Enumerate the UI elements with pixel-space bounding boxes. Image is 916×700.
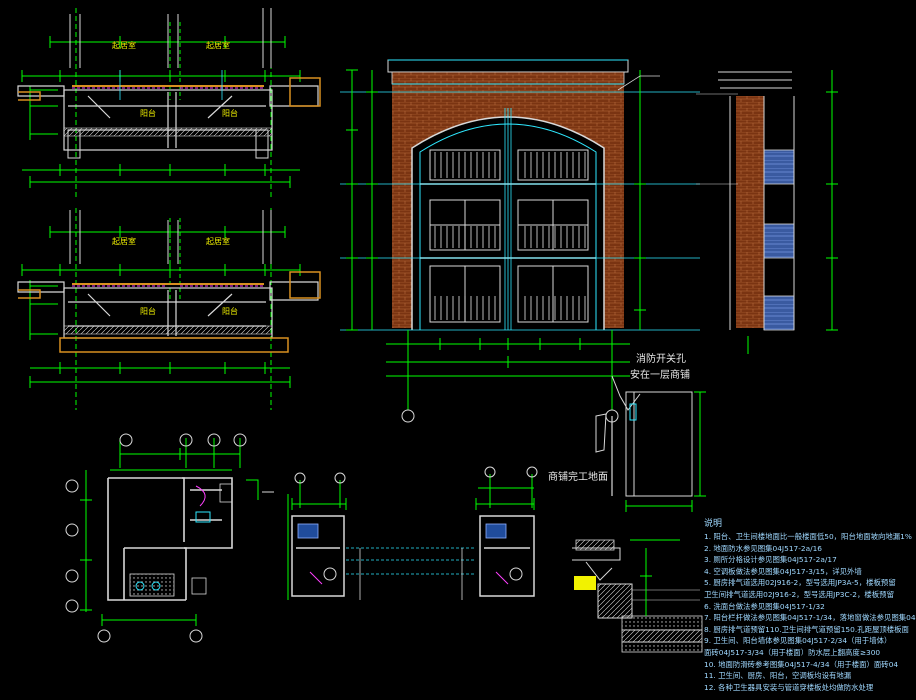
note-line: 10. 地面防滑砖参考图集04J517-4/34（用于楼面）面砖04 [704, 659, 899, 669]
note-line: 6. 洗面台做法参见图集04J517-1/32 [704, 601, 825, 611]
note-line: 3. 厕所分格设计参见图集04J517-2a/17 [704, 555, 837, 565]
kitchen-bath-plan [65, 433, 274, 643]
balcony-label-lower-left: 阳台 [140, 307, 156, 316]
fire-switch-label: 消防开关孔 [636, 354, 686, 365]
design-notes: 说明 1. 阳台、卫生间楼地面比一般楼面低50，阳台地面坡向地漏1% 2. 地面… [704, 516, 916, 693]
balcony-label-lower-right: 阳台 [222, 307, 238, 316]
note-line: 5. 厨房排气道选用02J916-2，型号选用JP3A-5，楼板预留 [704, 578, 896, 588]
room-label-lower-right: 起居室 [206, 237, 230, 246]
note-line: 8. 厨房排气道预留110.卫生间排气道预留150.孔距屋顶楼板面 [704, 624, 909, 634]
floor-section-detail [572, 539, 703, 653]
note-line: 9. 卫生间、阳台墙体参见图集04J517-2/34（用于墙体） [704, 636, 892, 646]
note-line: 1. 阳台、卫生间楼地面比一般楼面低50，阳台地面坡向地漏1% [704, 532, 912, 541]
note-line: 卫生间排气道选用02J916-2，型号选用JP3C-2，楼板预留 [704, 589, 894, 599]
balcony-label-upper-right: 阳台 [222, 109, 238, 118]
note-line: 2. 地面防水参见图集04J517-2a/16 [704, 543, 823, 553]
fire-switch-detail [595, 375, 706, 512]
note-line: 面砖04J517-3/34（用于楼面）防水层上翻高度≥300 [704, 647, 881, 657]
room-label-lower-left: 起居室 [112, 237, 136, 246]
shop-floor-label: 商铺完工地面 [548, 472, 608, 483]
balcony-plan-upper [17, 8, 321, 200]
side-elevation [696, 70, 838, 354]
room-label-upper-right: 起居室 [206, 41, 230, 50]
notes-title: 说明 [704, 519, 723, 529]
balcony-label-upper-left: 阳台 [140, 109, 156, 118]
note-line: 12. 各种卫生器具安装与管道穿楼板处均做防水处理 [704, 682, 874, 692]
balcony-plan-lower [17, 208, 321, 410]
note-line: 7. 阳台栏杆做法参见图集04J517-1/34，落地窗做法参见图集04 [704, 613, 916, 623]
cad-drawing-canvas [17, 8, 838, 653]
note-line: 4. 空调板做法参见图集04J517-3/15，详见外墙 [704, 566, 862, 576]
front-elevation [340, 59, 700, 423]
fire-switch-sublabel: 安在一层商铺 [630, 370, 690, 381]
bathroom-plans [287, 466, 538, 600]
note-line: 11. 卫生间、厨房、阳台，空调板均设有地漏 [704, 671, 852, 681]
room-label-upper-left: 起居室 [112, 41, 136, 50]
